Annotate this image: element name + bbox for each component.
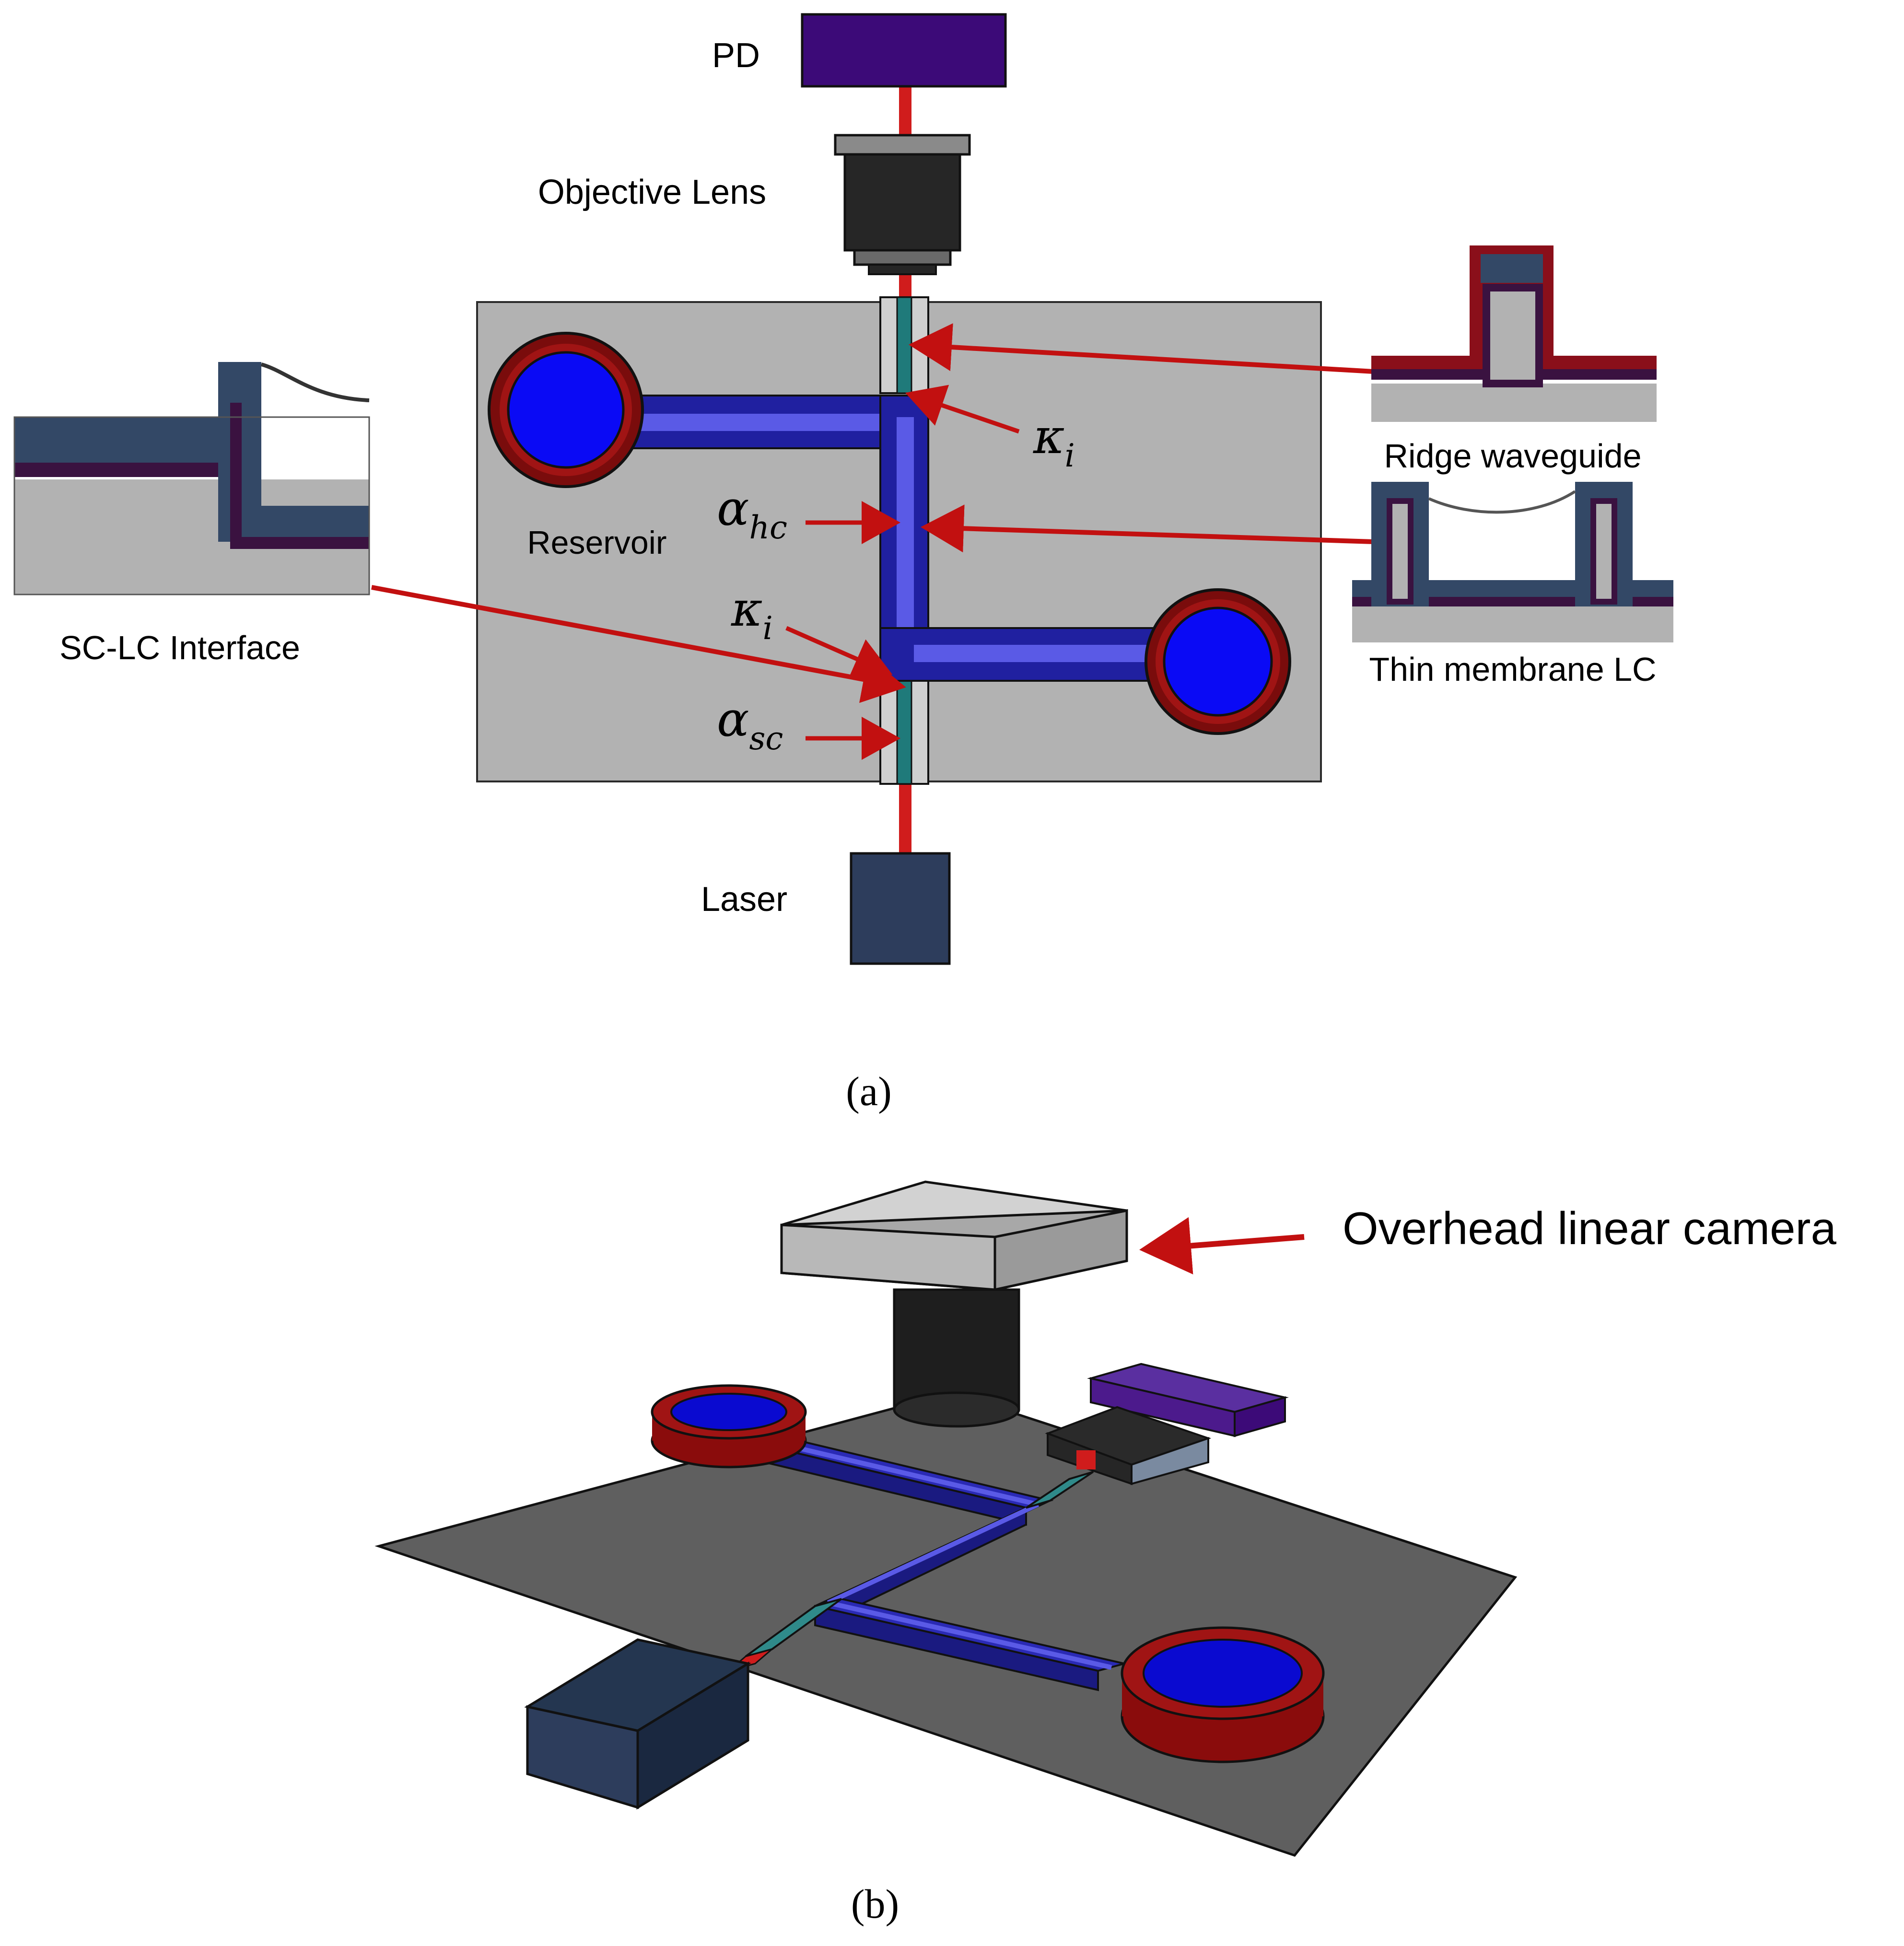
panel-b: Overhead linear camera (b) bbox=[374, 1180, 1836, 1927]
ridge-waveguide-label: Ridge waveguide bbox=[1384, 437, 1641, 475]
objective-lens bbox=[834, 134, 971, 275]
alpha-hc-label: αhc bbox=[717, 480, 787, 546]
svg-text:κi: κi bbox=[731, 581, 773, 647]
inset-thin-membrane-lc: Thin membrane LC bbox=[1352, 482, 1673, 688]
arrow-kappa-top bbox=[905, 385, 1020, 434]
reservoir-label: Reservoir bbox=[527, 524, 667, 561]
reservoir-ring-3d-right bbox=[1121, 1626, 1325, 1763]
kappa-i-bottom-label: κi bbox=[731, 581, 773, 647]
caption-b: (b) bbox=[851, 1881, 899, 1927]
beam-lower bbox=[899, 781, 911, 853]
liquid-core-channels bbox=[622, 395, 1171, 682]
laser-3d bbox=[524, 1638, 751, 1810]
sc-waveguide-3d-top bbox=[1025, 1471, 1094, 1509]
channels-3d bbox=[761, 1437, 1125, 1691]
arrow-sc-lc-interface bbox=[371, 585, 906, 703]
svg-text:αhc: αhc bbox=[717, 480, 787, 546]
sc-lc-interface-label: SC-LC Interface bbox=[59, 629, 300, 666]
arrow-thin-membrane bbox=[921, 504, 1374, 553]
laser-label: Laser bbox=[701, 880, 787, 919]
svg-text:αsc: αsc bbox=[717, 691, 783, 757]
lens-3d bbox=[1045, 1406, 1212, 1485]
laser-box bbox=[850, 852, 951, 965]
alpha-sc-label: αsc bbox=[717, 691, 783, 757]
arrow-ridge-waveguide bbox=[909, 323, 1374, 374]
reservoir-left bbox=[488, 332, 644, 488]
pd-3d bbox=[1087, 1363, 1289, 1437]
sc-waveguide-bottom bbox=[896, 668, 912, 785]
overhead-camera-label: Overhead linear camera bbox=[1343, 1203, 1836, 1254]
reservoir-right bbox=[1145, 588, 1291, 735]
kappa-i-top-label: κi bbox=[1033, 408, 1075, 474]
caption-a: (a) bbox=[846, 1068, 891, 1114]
sc-waveguide-top bbox=[896, 296, 912, 394]
thin-membrane-lc-label: Thin membrane LC bbox=[1369, 651, 1656, 688]
pd-label: PD bbox=[712, 36, 760, 75]
reservoir-ring-3d-left bbox=[651, 1384, 807, 1468]
svg-text:κi: κi bbox=[1033, 408, 1075, 474]
pd-box bbox=[801, 13, 1007, 88]
inset-sc-lc-interface: SC-LC Interface bbox=[13, 362, 370, 666]
objective-lens-label: Objective Lens bbox=[538, 173, 766, 211]
overhead-camera bbox=[780, 1180, 1128, 1428]
arrow-camera bbox=[1139, 1217, 1305, 1275]
inset-ridge-waveguide: Ridge waveguide bbox=[1371, 245, 1657, 475]
panel-a: PD Objective Lens Reservoir Laser κi αhc… bbox=[13, 13, 1673, 1114]
